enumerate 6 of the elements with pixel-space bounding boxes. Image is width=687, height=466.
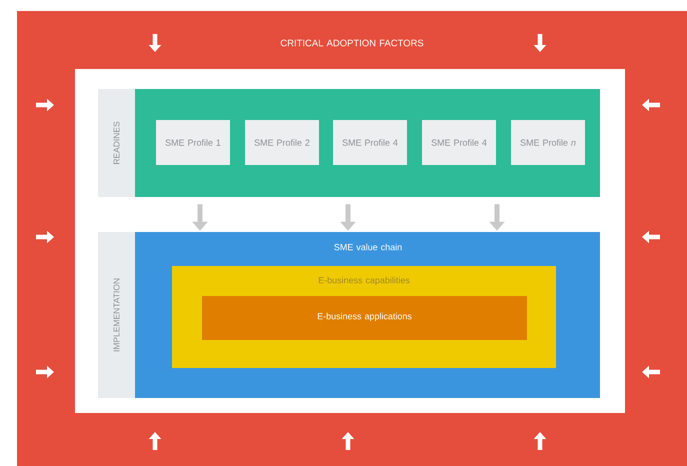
applications-box: E-business applications — [202, 296, 527, 340]
profile-box: SME Profile 1 — [156, 120, 230, 165]
profile-box: SME Profile n — [511, 120, 585, 165]
profile-box: SME Profile 2 — [245, 120, 319, 165]
profile-box: SME Profile 4 — [422, 120, 496, 165]
profile-box: SME Profile 4 — [333, 120, 407, 165]
